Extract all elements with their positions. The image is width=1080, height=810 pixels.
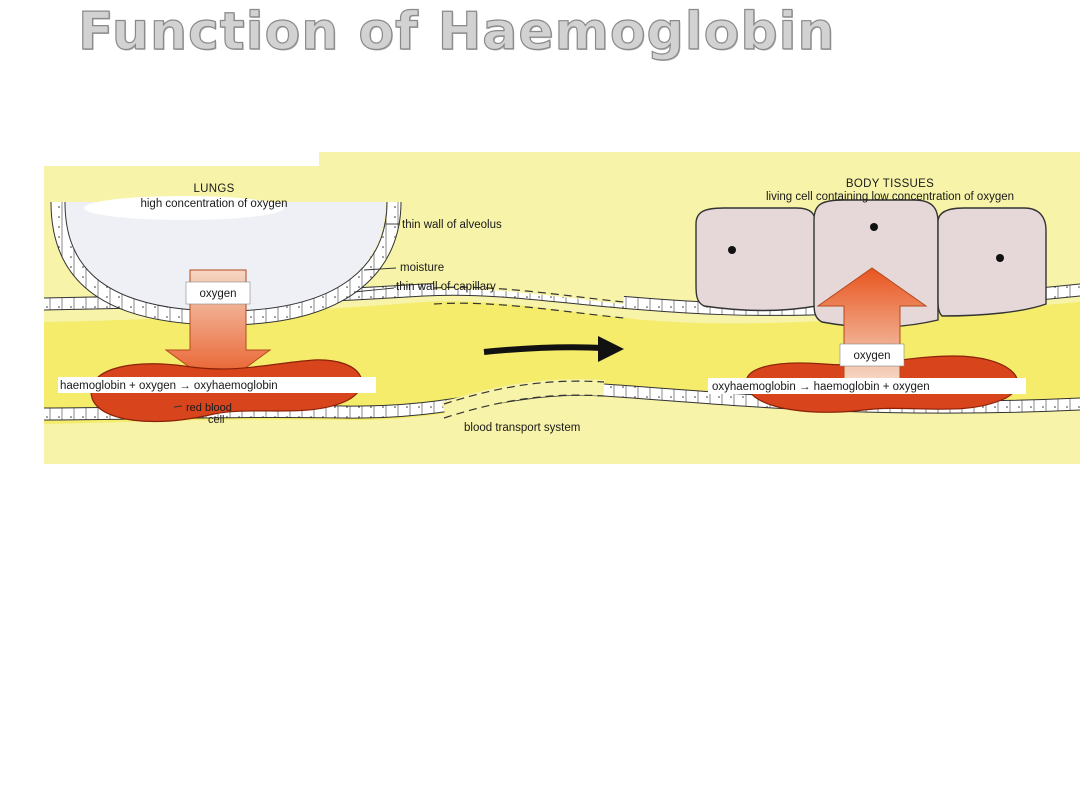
direction-arrow: [483, 336, 624, 362]
transport-system-label: blood transport system: [464, 422, 580, 434]
lungs-oxygen-arrow: [164, 269, 272, 389]
loading-equation: haemoglobin + oxygen → oxyhaemoglobin: [60, 380, 278, 392]
tissue-oxygen-label: oxygen: [853, 350, 890, 362]
red-blood-cell-label-1: red blood: [186, 402, 232, 414]
page-title: Function of Haemoglobin: [77, 1, 836, 62]
lungs-subheading: high concentration of oxygen: [140, 198, 287, 210]
red-blood-cell-label-2: cell: [208, 414, 225, 426]
haemoglobin-diagram: LUNGS high concentration of oxygen thin …: [44, 152, 1080, 464]
alveolus-wall-label: thin wall of alveolus: [402, 219, 502, 231]
tissue-oxygen-arrow: [816, 267, 928, 381]
tissue-cells: [695, 199, 1047, 328]
tissues-heading: BODY TISSUES: [846, 178, 934, 190]
unloading-equation: oxyhaemoglobin → haemoglobin + oxygen: [712, 381, 930, 393]
moisture-label: moisture: [400, 262, 444, 274]
tissues-subheading: living cell containing low concentration…: [766, 191, 1014, 203]
lungs-oxygen-label: oxygen: [199, 288, 236, 300]
capillary-wall-label: thin wall of capillary: [396, 281, 496, 293]
lungs-heading: LUNGS: [193, 183, 234, 195]
